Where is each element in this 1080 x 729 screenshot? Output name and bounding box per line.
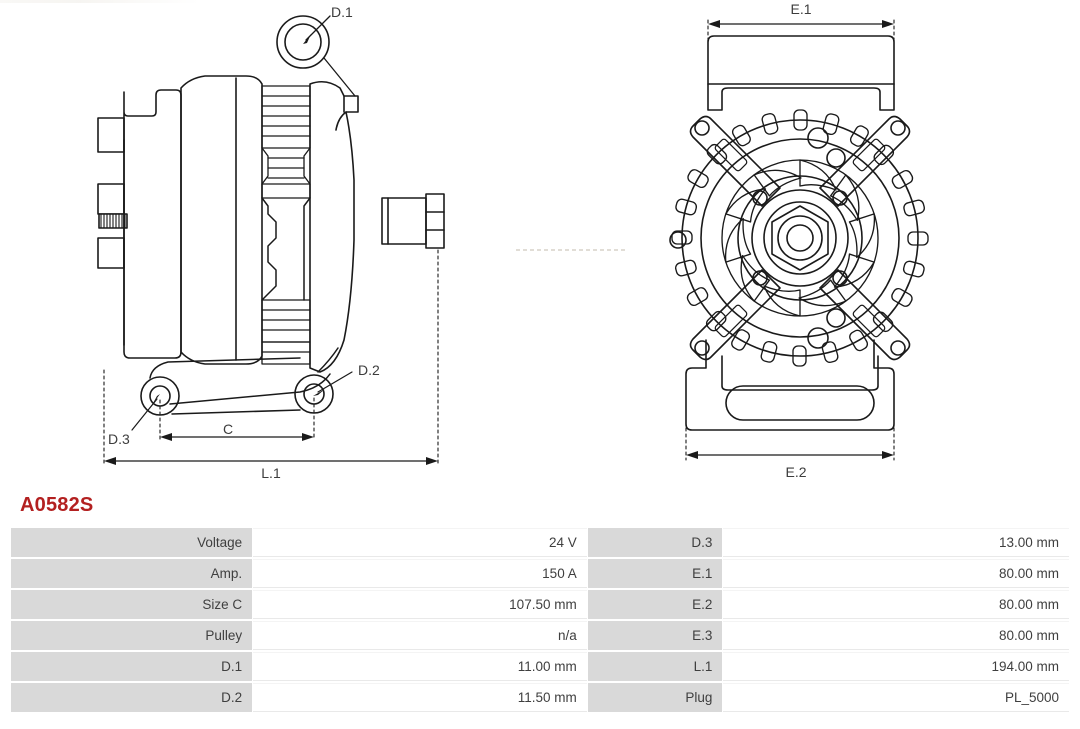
spec-value-d1: 11.00 mm bbox=[253, 652, 587, 681]
spec-label-l1: L.1 bbox=[587, 652, 723, 681]
label-d1: D.1 bbox=[331, 4, 353, 20]
specification-table: Voltage 24 V D.3 13.00 mm Amp. 150 A E.1… bbox=[10, 526, 1070, 714]
center-guide-line bbox=[516, 249, 628, 251]
label-l1: L.1 bbox=[261, 465, 281, 481]
spec-value-voltage: 24 V bbox=[253, 528, 587, 557]
alternator-front-view: E.1 E.2 bbox=[669, 1, 929, 480]
spec-label-pulley: Pulley bbox=[11, 621, 253, 650]
spec-label-e1: E.1 bbox=[587, 559, 723, 588]
spec-value-d2: 11.50 mm bbox=[253, 683, 587, 712]
label-d2: D.2 bbox=[358, 362, 380, 378]
table-row: Pulley n/a E.3 80.00 mm bbox=[11, 621, 1069, 650]
page-title: A0582S bbox=[20, 494, 94, 516]
label-d3: D.3 bbox=[108, 431, 130, 447]
spec-value-size-c: 107.50 mm bbox=[253, 590, 587, 619]
alternator-side-view: D.1 D.2 D.3 C L.1 bbox=[97, 4, 445, 481]
top-edge-artifact bbox=[0, 0, 200, 3]
spec-label-d1: D.1 bbox=[11, 652, 253, 681]
label-e2: E.2 bbox=[785, 464, 806, 480]
spec-value-plug: PL_5000 bbox=[723, 683, 1069, 712]
spec-value-d3: 13.00 mm bbox=[723, 528, 1069, 557]
spec-value-amp: 150 A bbox=[253, 559, 587, 588]
table-row: D.1 11.00 mm L.1 194.00 mm bbox=[11, 652, 1069, 681]
label-e1: E.1 bbox=[790, 1, 811, 17]
spec-label-e3: E.3 bbox=[587, 621, 723, 650]
spec-label-plug: Plug bbox=[587, 683, 723, 712]
spec-label-d3: D.3 bbox=[587, 528, 723, 557]
table-row: Size C 107.50 mm E.2 80.00 mm bbox=[11, 590, 1069, 619]
spec-value-e3: 80.00 mm bbox=[723, 621, 1069, 650]
spec-label-d2: D.2 bbox=[11, 683, 253, 712]
spec-label-amp: Amp. bbox=[11, 559, 253, 588]
spec-label-e2: E.2 bbox=[587, 590, 723, 619]
spec-table-body: Voltage 24 V D.3 13.00 mm Amp. 150 A E.1… bbox=[11, 528, 1069, 712]
spec-value-pulley: n/a bbox=[253, 621, 587, 650]
table-row: D.2 11.50 mm Plug PL_5000 bbox=[11, 683, 1069, 712]
spec-value-e2: 80.00 mm bbox=[723, 590, 1069, 619]
table-row: Amp. 150 A E.1 80.00 mm bbox=[11, 559, 1069, 588]
label-c: C bbox=[223, 421, 233, 437]
table-row: Voltage 24 V D.3 13.00 mm bbox=[11, 528, 1069, 557]
spec-value-l1: 194.00 mm bbox=[723, 652, 1069, 681]
spec-label-voltage: Voltage bbox=[11, 528, 253, 557]
spec-label-size-c: Size C bbox=[11, 590, 253, 619]
spec-value-e1: 80.00 mm bbox=[723, 559, 1069, 588]
technical-drawings: D.1 D.2 D.3 C L.1 bbox=[97, 1, 929, 481]
